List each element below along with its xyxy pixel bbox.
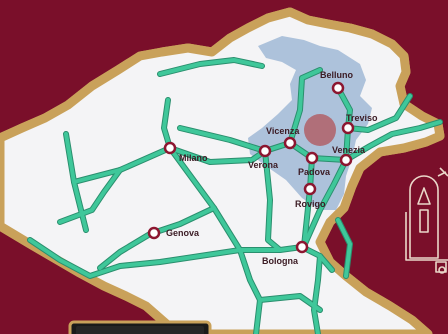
city-marker	[258, 144, 272, 158]
city-vicenza[interactable]: Vicenza	[266, 126, 300, 150]
city-label: Bologna	[262, 256, 299, 266]
city-label: Genova	[166, 228, 200, 238]
city-label: Belluno	[320, 70, 354, 80]
city-padova[interactable]: Padova	[298, 151, 331, 177]
city-marker	[295, 240, 309, 254]
city-label: Vicenza	[266, 126, 300, 136]
city-label: Milano	[179, 153, 208, 163]
city-venezia[interactable]: Venezia	[332, 145, 366, 167]
rail-network	[27, 57, 443, 334]
city-label: Verona	[248, 160, 279, 170]
city-milano[interactable]: Milano	[163, 141, 208, 163]
city-treviso[interactable]: Treviso	[341, 113, 378, 135]
city-belluno[interactable]: Belluno	[320, 70, 354, 95]
map-focus-point	[304, 114, 336, 146]
button-frame[interactable]	[68, 320, 212, 334]
city-bologna[interactable]: Bologna	[262, 240, 309, 266]
venice-landmark-icon	[405, 167, 448, 274]
city-label: Padova	[298, 167, 331, 177]
city-marker	[305, 151, 319, 165]
city-verona[interactable]: Verona	[248, 144, 279, 170]
city-marker	[163, 141, 177, 155]
city-marker	[339, 153, 353, 167]
city-label: Venezia	[332, 145, 366, 155]
city-markers: Belluno Treviso Vicenza Venezia Milano V…	[147, 70, 378, 266]
city-marker	[283, 136, 297, 150]
city-marker	[303, 182, 317, 196]
city-marker	[147, 226, 161, 240]
city-label: Rovigo	[295, 199, 326, 209]
city-label: Treviso	[346, 113, 378, 123]
city-marker	[331, 81, 345, 95]
city-marker	[341, 121, 355, 135]
city-genova[interactable]: Genova	[147, 226, 200, 240]
city-rovigo[interactable]: Rovigo	[295, 182, 326, 209]
